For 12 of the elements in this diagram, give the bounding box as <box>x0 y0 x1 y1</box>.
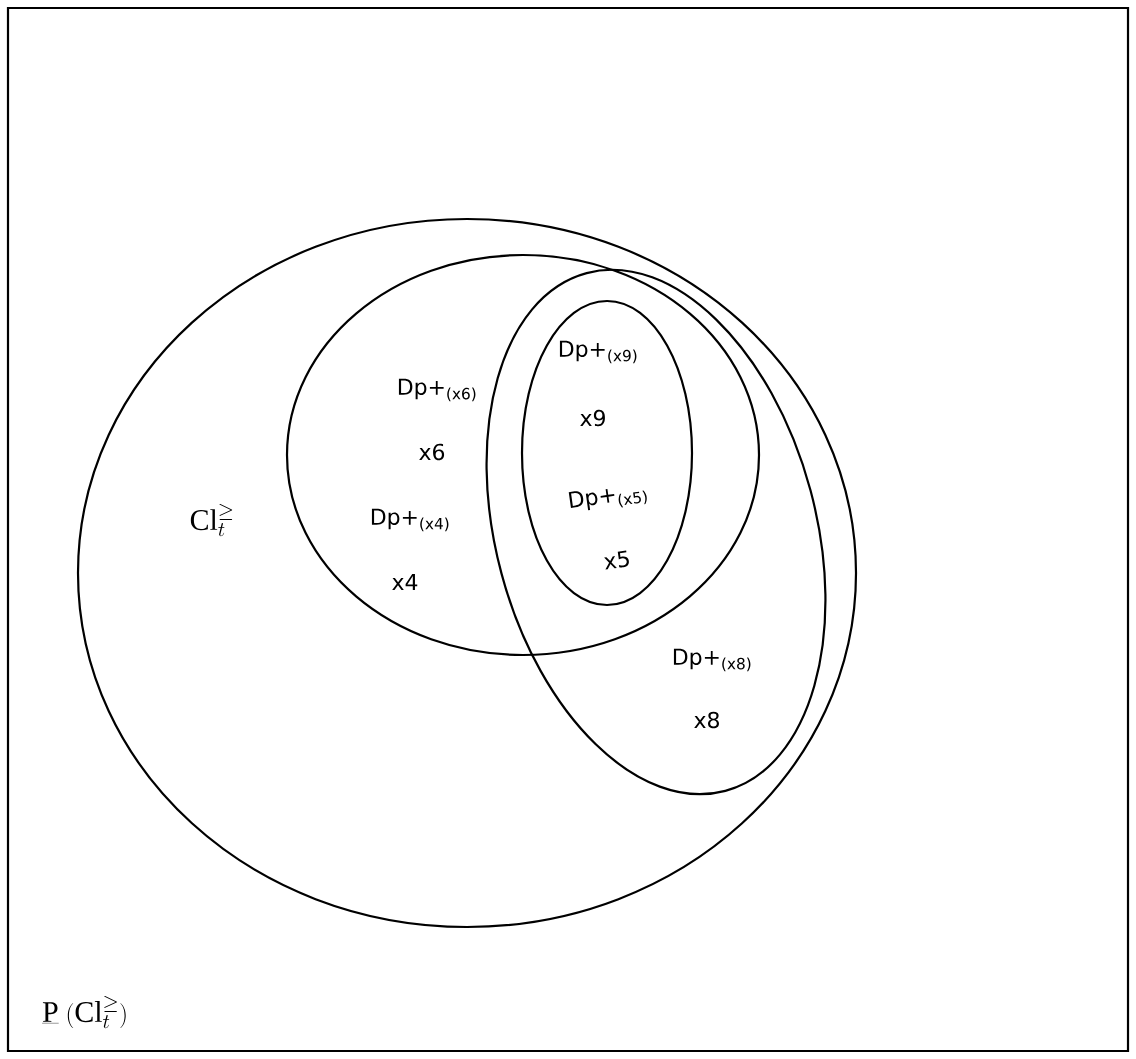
element-label: Dp+$_{(x8)}$ <box>673 648 751 672</box>
element-label: x9 <box>580 409 605 427</box>
element-label: Dp+$_{(x9)}$ <box>559 340 637 364</box>
element-label: Dp+$_{(x6)}$ <box>398 378 476 402</box>
set-label: $\mathrm{Cl}_t^{\geq}$ <box>190 503 233 537</box>
element-label: Dp+$_{(x5)}$ <box>568 488 647 511</box>
element-label: x4 <box>392 574 418 590</box>
element-label: Dp+$_{(x4)}$ <box>371 508 449 532</box>
element-label: x5 <box>604 550 629 570</box>
set-label: $\underline{\mathrm{P}}\;(\mathrm{Cl}_t^{\geq})$ <box>42 995 126 1029</box>
element-label: x8 <box>694 711 719 729</box>
element-label: x6 <box>419 443 445 461</box>
